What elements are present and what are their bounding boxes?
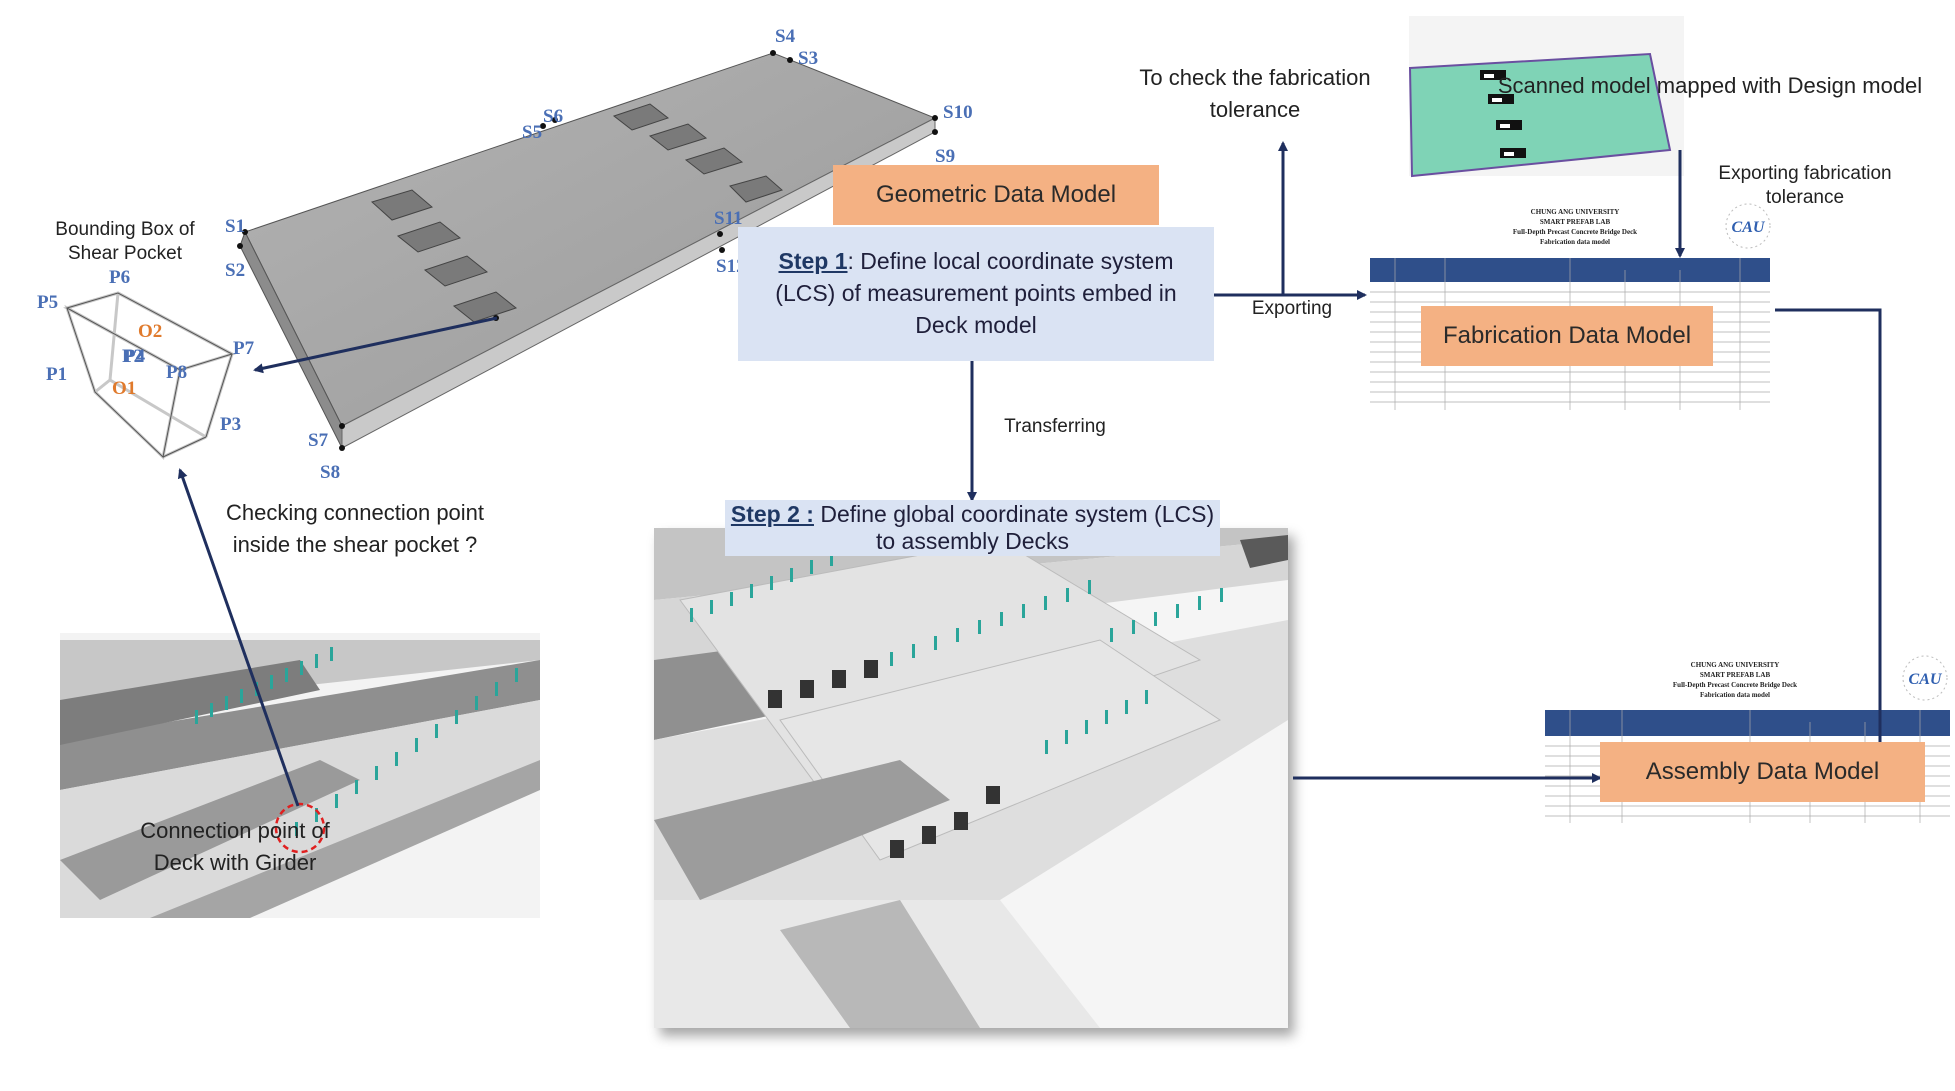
box-point-label: O2 bbox=[138, 321, 162, 342]
box-point-label: P2 bbox=[122, 346, 143, 367]
svg-text:CAU: CAU bbox=[1732, 219, 1766, 236]
svg-text:Fabrication data model: Fabrication data model bbox=[1540, 238, 1610, 246]
box-point-label: P8 bbox=[166, 362, 187, 383]
deck-point-label: S3 bbox=[798, 48, 818, 69]
flow-arrows bbox=[177, 141, 1885, 807]
box-point-label: P1 bbox=[46, 364, 67, 385]
transferring-text: Transferring bbox=[1004, 416, 1106, 437]
deck-point-label: S5 bbox=[522, 122, 542, 143]
box-point-label: O1 bbox=[112, 378, 136, 399]
exporting-text: Exporting bbox=[1251, 298, 1333, 319]
step1-text: : Define local coordinate system (LCS) o… bbox=[775, 248, 1177, 338]
box-point-labels: P1 P2 P3 P4 P5 P6 P7 P8 O1 O2 bbox=[37, 267, 255, 435]
deck-point-label: S4 bbox=[775, 26, 796, 47]
svg-text:Full-Depth Precast Concrete Br: Full-Depth Precast Concrete Bridge Deck bbox=[1673, 681, 1797, 689]
deck-point-label: S11 bbox=[714, 208, 743, 229]
svg-text:SMART PREFAB LAB: SMART PREFAB LAB bbox=[1700, 671, 1771, 679]
svg-text:Fabrication data model: Fabrication data model bbox=[1700, 691, 1770, 699]
box-point-label: P7 bbox=[233, 338, 255, 359]
deck-point-label: S6 bbox=[543, 106, 563, 127]
scanned-model-caption: Scanned model mapped with Design model bbox=[1497, 73, 1923, 98]
svg-text:CHUNG ANG UNIVERSITY: CHUNG ANG UNIVERSITY bbox=[1531, 208, 1620, 216]
deck-point-label: S7 bbox=[308, 430, 329, 451]
scanned-model-image bbox=[1408, 16, 1684, 178]
box-point-label: P3 bbox=[220, 414, 241, 435]
checking-connection-text: Checking connection point inside the she… bbox=[225, 500, 485, 557]
girder-render-image bbox=[60, 633, 540, 918]
fabrication-data-model-box: Fabrication Data Model bbox=[1421, 306, 1713, 366]
deck-model bbox=[237, 50, 938, 451]
svg-text:Full-Depth Precast Concrete Br: Full-Depth Precast Concrete Bridge Deck bbox=[1513, 228, 1637, 236]
check-tolerance-text: To check the fabrication tolerance bbox=[1139, 65, 1371, 122]
deck-point-label: S1 bbox=[225, 216, 245, 237]
connection-point-caption: Connection point of Deck with Girder bbox=[140, 818, 330, 875]
shear-pockets bbox=[371, 103, 783, 323]
box-point-label: P4 bbox=[124, 346, 146, 367]
connection-point-highlight bbox=[274, 802, 326, 854]
exporting-tolerance-text: Exporting fabrication tolerance bbox=[1718, 163, 1892, 208]
step1-box: Step 1: Define local coordinate system (… bbox=[738, 227, 1214, 361]
deck-point-label: S2 bbox=[225, 260, 245, 281]
step2-box: Step 2 : Define global coordinate system… bbox=[725, 500, 1220, 556]
box-point-label: P5 bbox=[37, 292, 58, 313]
geometric-data-model-box: Geometric Data Model bbox=[833, 165, 1159, 225]
deck-point-label: S10 bbox=[943, 102, 973, 123]
box-point-label: P6 bbox=[109, 267, 130, 288]
step2-text: Define global coordinate system (LCS) to… bbox=[813, 501, 1215, 554]
svg-text:CAU: CAU bbox=[1909, 671, 1943, 688]
deck-point-label: S9 bbox=[935, 146, 955, 167]
step1-label: Step 1 bbox=[778, 248, 848, 274]
svg-text:SMART PREFAB LAB: SMART PREFAB LAB bbox=[1540, 218, 1611, 226]
bounding-box-caption: Bounding Box of Shear Pocket bbox=[55, 219, 195, 264]
deck-point-label: S8 bbox=[320, 462, 340, 483]
svg-text:CHUNG ANG UNIVERSITY: CHUNG ANG UNIVERSITY bbox=[1691, 661, 1780, 669]
step2-label: Step 2 : bbox=[730, 501, 814, 527]
assembly-data-model-box: Assembly Data Model bbox=[1600, 742, 1925, 802]
